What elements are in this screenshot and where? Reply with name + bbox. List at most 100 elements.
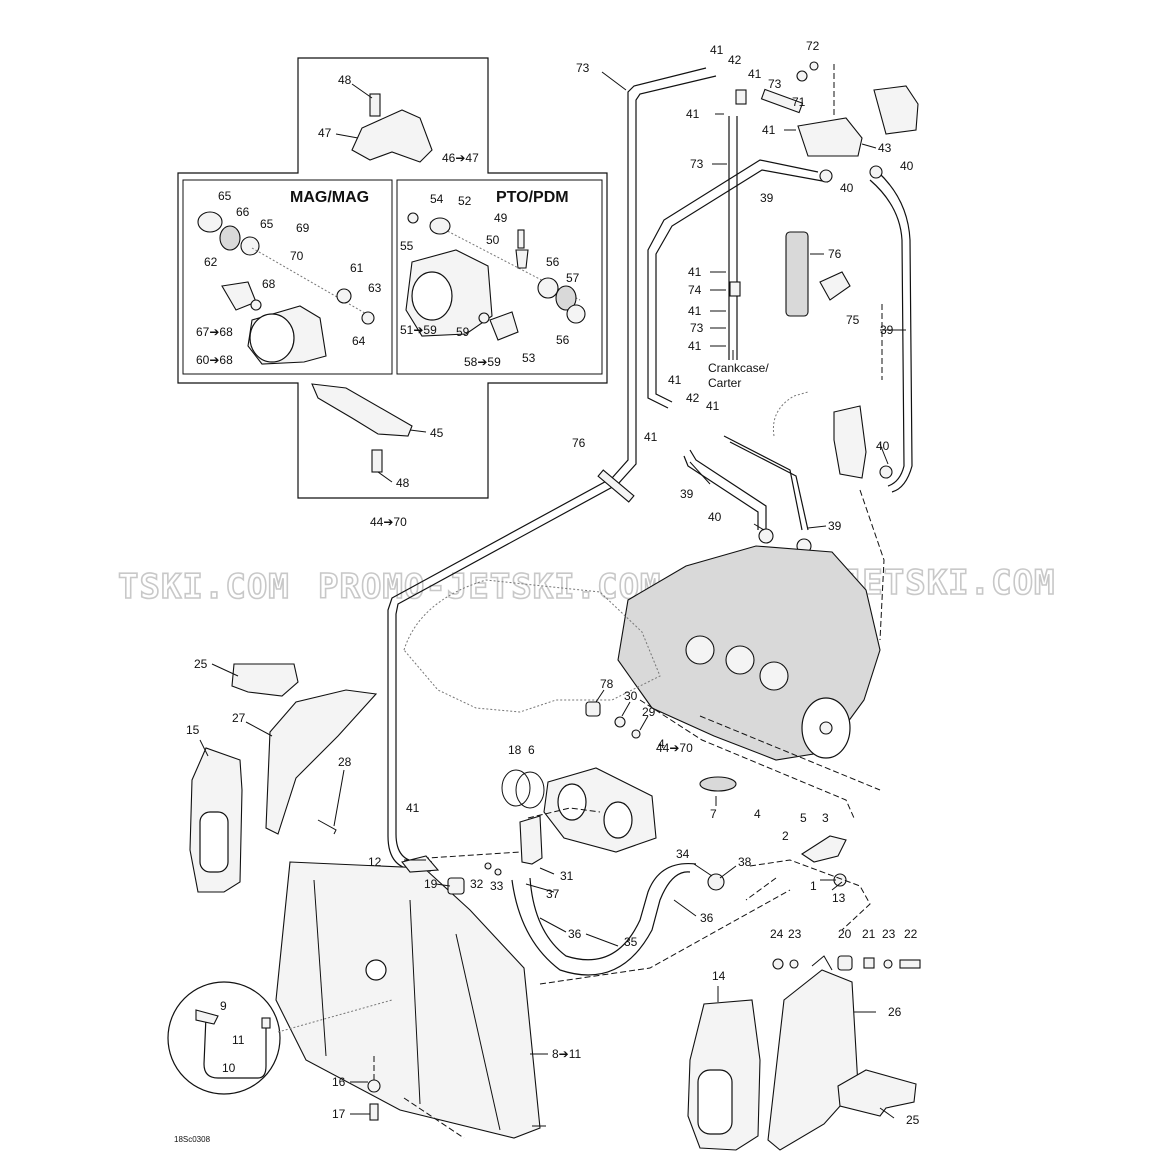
connector-9 xyxy=(195,1009,219,1025)
callout-label: 23 xyxy=(788,927,802,941)
callout-label: 45 xyxy=(430,426,444,440)
callout-label: 41 xyxy=(688,339,702,353)
nut-29 xyxy=(631,729,641,739)
bracket-screw xyxy=(369,93,381,117)
callout-label: 34 xyxy=(676,847,690,861)
callout-label: 41 xyxy=(688,265,702,279)
crankcase-note-2: Carter xyxy=(708,376,741,390)
pto-lever-52 xyxy=(429,217,451,235)
callout-label: 25 xyxy=(906,1113,920,1127)
grommet-20 xyxy=(837,955,853,971)
callout-label: 1 xyxy=(810,879,817,893)
callout-label: 70 xyxy=(290,249,304,263)
callout-label: 67➔68 xyxy=(196,325,233,339)
callout-label: 41 xyxy=(686,107,700,121)
hose-fittings xyxy=(597,61,919,554)
callout-label: 2 xyxy=(782,829,789,843)
watermark-left: TSKI.COM xyxy=(118,567,290,607)
cover-12 xyxy=(401,855,440,873)
mag-seal-65b xyxy=(240,236,260,256)
clamp-40b xyxy=(869,165,883,179)
callout-label: 31 xyxy=(560,869,574,883)
washer-33 xyxy=(494,868,502,876)
watermark-center: PROMO-JETSKI.COM xyxy=(318,567,662,607)
callout-label: 5 xyxy=(800,811,807,825)
engine-hub xyxy=(819,721,833,735)
callout-label: 40 xyxy=(840,181,854,195)
o-ring-18 xyxy=(501,769,531,807)
callout-label: 29 xyxy=(642,705,656,719)
callout-label: 41 xyxy=(688,304,702,318)
callout-label: 35 xyxy=(624,935,638,949)
callout-label: 69 xyxy=(296,221,310,235)
throttle-bore-right xyxy=(603,801,633,839)
figure-code: 18Sc0308 xyxy=(174,1135,211,1144)
engine xyxy=(403,545,881,819)
callout-label: 76 xyxy=(828,247,842,261)
callout-label: 61 xyxy=(350,261,364,275)
clamp-7 xyxy=(699,776,737,792)
check-valve-74 xyxy=(729,281,741,297)
callout-label: 39 xyxy=(680,487,694,501)
mounting-bracket xyxy=(873,85,919,135)
callout-label: 24 xyxy=(770,927,784,941)
callout-label: 63 xyxy=(368,281,382,295)
callout-labels: 48 47 46➔47 65 66 65 69 70 62 68 61 63 6… xyxy=(174,39,920,1144)
callout-label: 74 xyxy=(688,283,702,297)
callout-label: 42 xyxy=(686,391,700,405)
callout-label: 42 xyxy=(728,53,742,67)
callout-label: 66 xyxy=(236,205,250,219)
callout-label: 40 xyxy=(876,439,890,453)
callout-label: 26 xyxy=(888,1005,902,1019)
callout-label: 41 xyxy=(710,43,724,57)
left-intake-parts xyxy=(189,663,378,893)
mag-throttle-bore xyxy=(249,313,295,363)
callout-label: 20 xyxy=(838,927,852,941)
callout-label: 23 xyxy=(882,927,896,941)
callout-label: 41 xyxy=(762,123,776,137)
protective-sleeve-76 xyxy=(785,231,809,317)
duct-26 xyxy=(767,969,859,1151)
callout-label: 73 xyxy=(768,77,782,91)
pto-screw-49 xyxy=(517,229,525,249)
callout-label: 16 xyxy=(332,1075,346,1089)
grommet-78 xyxy=(585,701,601,717)
callout-label: 64 xyxy=(352,334,366,348)
tie-strap-76 xyxy=(597,469,635,503)
callout-label: 36 xyxy=(700,911,714,925)
callout-label: 41 xyxy=(706,399,720,413)
callout-label: 7 xyxy=(710,807,717,821)
cable-bracket xyxy=(311,383,413,437)
callout-label: 52 xyxy=(458,194,472,208)
callout-label: 41 xyxy=(668,373,682,387)
callout-label: 18 xyxy=(508,743,522,757)
callout-label: 75 xyxy=(846,313,860,327)
callout-label: 56 xyxy=(546,255,560,269)
bracket-screw-lower xyxy=(371,449,383,473)
clamp-40a xyxy=(819,169,833,183)
callout-label: 11 xyxy=(232,1033,245,1047)
adapter-6 xyxy=(515,771,545,809)
vent-14-opening xyxy=(697,1069,733,1135)
callout-label: 39 xyxy=(828,519,842,533)
callout-label: 57 xyxy=(566,271,580,285)
callout-label: 39 xyxy=(760,191,774,205)
callout-label: 73 xyxy=(690,157,704,171)
vent-15-opening xyxy=(199,811,229,873)
callout-label: 65 xyxy=(218,189,232,203)
drain-inset xyxy=(167,981,393,1095)
callout-label: 46➔47 xyxy=(442,151,479,165)
callout-label: 6 xyxy=(528,743,535,757)
plug-17 xyxy=(369,1103,379,1121)
callout-label: 4 xyxy=(658,737,665,751)
solenoid-valve-43 xyxy=(797,117,863,157)
drain-16 xyxy=(367,1079,381,1093)
callout-label: 27 xyxy=(232,711,246,725)
callout-label: 73 xyxy=(576,61,590,75)
callout-label: 78 xyxy=(600,677,614,691)
callout-label: 9 xyxy=(220,999,227,1013)
watermark: TSKI.COM PROMO-JETSKI.COM PROMO-JETSKI.C… xyxy=(117,562,1055,608)
callout-label: 62 xyxy=(204,255,218,269)
callout-label: 14 xyxy=(712,969,726,983)
